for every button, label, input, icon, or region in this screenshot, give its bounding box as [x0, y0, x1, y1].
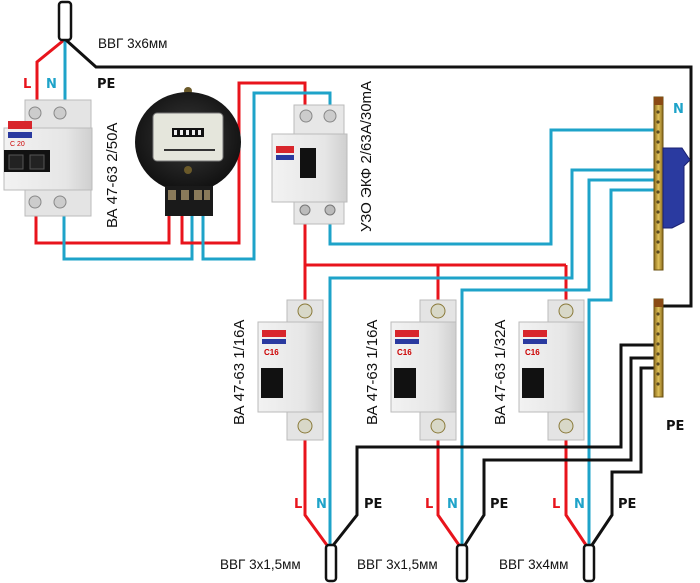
input-cable-label: ВВГ 3х6мм: [98, 36, 167, 51]
out-3-label-l: L: [552, 497, 560, 512]
out-2-label-l: L: [425, 497, 433, 512]
output-cable-1-label: ВВГ 3х1,5мм: [220, 557, 301, 572]
rcd-to-n-bus: [328, 128, 655, 246]
output-cable-1: [324, 543, 338, 583]
output-cable-2: [455, 543, 469, 583]
main-breaker-label: ВА 47-63 2/50А: [104, 123, 121, 228]
neutral-busbar-label: N: [673, 102, 684, 117]
output-cable-3: [582, 543, 596, 583]
input-phase-wire: [35, 38, 65, 100]
pe-bus-to-output-3: [588, 366, 660, 549]
rcd-label: УЗО ЭКФ 2/63А/30mA: [358, 81, 375, 232]
input-cable: [57, 0, 73, 42]
breaker-2[interactable]: C16: [390, 299, 457, 441]
output-cable-3-label: ВВГ 3х4мм: [499, 557, 568, 572]
breaker-3-rating: C16: [525, 348, 540, 357]
rcd[interactable]: [271, 104, 348, 225]
earth-busbar[interactable]: [653, 298, 664, 398]
breaker-1[interactable]: C16: [257, 299, 324, 441]
mb-to-meter-neutral: [62, 190, 194, 261]
output-cable-2-label: ВВГ 3х1,5мм: [357, 557, 438, 572]
meter-to-rcd-phase: [180, 81, 307, 245]
neutral-busbar[interactable]: [653, 96, 691, 271]
n-bus-to-output-3: [587, 188, 655, 548]
out-1-label-n: N: [316, 497, 327, 512]
input-label-n: N: [46, 77, 57, 92]
n-bus-to-output-1: [328, 168, 655, 548]
breaker-2-label: ВА 47-63 1/16А: [364, 320, 381, 425]
breaker-2-out-phase: [436, 440, 463, 549]
breaker-1-out-phase: [303, 440, 331, 549]
out-3-label-pe: PE: [618, 497, 636, 512]
breaker-1-label: ВА 47-63 1/16А: [231, 320, 248, 425]
main-breaker-rating: C 20: [10, 141, 25, 148]
out-3-label-n: N: [574, 497, 585, 512]
out-2-label-pe: PE: [490, 497, 508, 512]
breaker-3-out-phase: [564, 440, 590, 549]
out-2-label-n: N: [447, 497, 458, 512]
breaker-3[interactable]: C16: [518, 299, 585, 441]
breaker-1-rating: C16: [264, 348, 279, 357]
meter-to-rcd-neutral: [201, 91, 332, 261]
out-1-label-l: L: [294, 497, 302, 512]
out-1-label-pe: PE: [364, 497, 382, 512]
wires: [34, 38, 693, 549]
breaker-3-label: ВА 47-63 1/32А: [492, 320, 509, 425]
main-breaker[interactable]: C 20: [3, 99, 93, 217]
electricity-meter[interactable]: [135, 87, 241, 216]
pe-bus-to-output-2: [461, 356, 660, 549]
earth-busbar-label: PE: [666, 419, 684, 434]
n-bus-to-output-2: [460, 178, 655, 548]
breaker-2-rating: C16: [397, 348, 412, 357]
input-earth-wire: [64, 38, 693, 308]
input-label-l: L: [23, 77, 31, 92]
pe-bus-to-output-1: [329, 343, 660, 549]
input-label-pe: PE: [97, 77, 115, 92]
